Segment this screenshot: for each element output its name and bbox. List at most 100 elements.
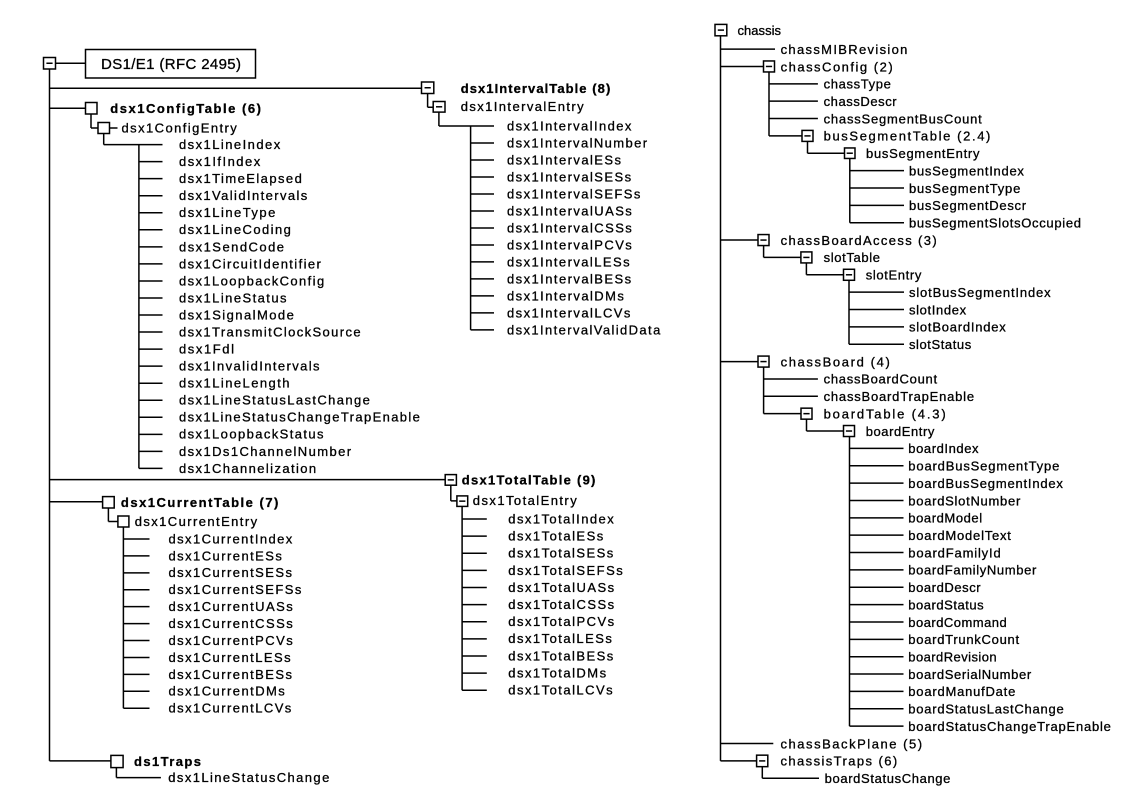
svg-text:dsx1CurrentSEFSs: dsx1CurrentSEFSs [169, 582, 302, 597]
svg-text:chassSegmentBusCount: chassSegmentBusCount [824, 111, 983, 126]
svg-text:dsx1IntervalBESs: dsx1IntervalBESs [507, 271, 632, 286]
svg-text:dsx1CurrentSESs: dsx1CurrentSESs [169, 565, 293, 580]
svg-text:dsx1LineLength: dsx1LineLength [179, 376, 290, 391]
svg-text:dsx1TotalSEFSs: dsx1TotalSEFSs [508, 563, 623, 578]
svg-text:boardStatusLastChange: boardStatusLastChange [908, 702, 1063, 717]
svg-text:busSegmentTable (2.4): busSegmentTable (2.4) [824, 129, 991, 144]
svg-text:dsx1LineStatusChange: dsx1LineStatusChange [168, 770, 329, 785]
svg-text:boardBusSegmentIndex: boardBusSegmentIndex [908, 476, 1063, 491]
svg-text:dsx1TimeElapsed: dsx1TimeElapsed [179, 171, 302, 186]
svg-text:dsx1Ds1ChannelNumber: dsx1Ds1ChannelNumber [179, 444, 352, 459]
svg-text:dsx1SignalMode: dsx1SignalMode [179, 307, 294, 322]
svg-text:dsx1CurrentPCVs: dsx1CurrentPCVs [169, 633, 294, 648]
svg-text:dsx1LoopbackStatus: dsx1LoopbackStatus [179, 427, 324, 442]
svg-text:slotStatus: slotStatus [909, 337, 972, 352]
svg-text:slotBusSegmentIndex: slotBusSegmentIndex [909, 285, 1051, 300]
svg-text:dsx1LoopbackConfig: dsx1LoopbackConfig [179, 273, 324, 288]
svg-text:dsx1CurrentLESs: dsx1CurrentLESs [169, 650, 292, 665]
svg-text:chassMIBRevision: chassMIBRevision [781, 42, 908, 57]
svg-text:boardTrunkCount: boardTrunkCount [908, 632, 1019, 647]
svg-text:dsx1IntervalCSSs: dsx1IntervalCSSs [507, 220, 632, 235]
svg-text:dsx1LineStatusLastChange: dsx1LineStatusLastChange [179, 393, 370, 408]
svg-text:DS1/E1 (RFC 2495): DS1/E1 (RFC 2495) [101, 56, 241, 73]
svg-text:dsx1CurrentDMs: dsx1CurrentDMs [169, 684, 286, 699]
svg-text:dsx1IntervalValidData: dsx1IntervalValidData [507, 322, 661, 337]
svg-text:chassBoardTrapEnable: chassBoardTrapEnable [824, 389, 975, 404]
svg-text:dsx1IfIndex: dsx1IfIndex [179, 154, 261, 169]
svg-text:ds1Traps: ds1Traps [134, 754, 201, 769]
svg-text:boardSerialNumber: boardSerialNumber [908, 667, 1032, 682]
svg-text:busSegmentDescr: busSegmentDescr [909, 198, 1027, 213]
svg-text:dsx1TotalCSSs: dsx1TotalCSSs [508, 597, 614, 612]
svg-text:dsx1LineStatus: dsx1LineStatus [179, 290, 287, 305]
svg-text:busSegmentType: busSegmentType [909, 181, 1020, 196]
svg-text:dsx1TotalPCVs: dsx1TotalPCVs [508, 614, 614, 629]
svg-text:dsx1CurrentBESs: dsx1CurrentBESs [169, 667, 293, 682]
svg-text:dsx1TotalLESs: dsx1TotalLESs [508, 631, 612, 646]
svg-text:boardStatus: boardStatus [908, 597, 984, 612]
svg-text:chassType: chassType [824, 77, 891, 92]
svg-text:dsx1IntervalLCVs: dsx1IntervalLCVs [507, 305, 631, 320]
svg-text:dsx1IntervalIndex: dsx1IntervalIndex [507, 118, 632, 133]
svg-text:dsx1TotalTable (9): dsx1TotalTable (9) [462, 473, 596, 488]
svg-text:boardTable (4.3): boardTable (4.3) [824, 406, 946, 421]
svg-text:dsx1IntervalESs: dsx1IntervalESs [507, 152, 622, 167]
svg-text:dsx1CurrentCSSs: dsx1CurrentCSSs [169, 616, 294, 631]
svg-text:dsx1IntervalLESs: dsx1IntervalLESs [507, 254, 630, 269]
svg-text:dsx1IntervalDMs: dsx1IntervalDMs [507, 288, 624, 303]
svg-text:dsx1SendCode: dsx1SendCode [179, 239, 284, 254]
svg-text:dsx1TotalIndex: dsx1TotalIndex [508, 511, 614, 526]
svg-text:chassis: chassis [738, 23, 782, 38]
svg-text:boardRevision: boardRevision [908, 650, 996, 665]
svg-text:dsx1TotalESs: dsx1TotalESs [508, 529, 603, 544]
svg-text:dsx1LineStatusChangeTrapEnable: dsx1LineStatusChangeTrapEnable [179, 410, 420, 425]
svg-text:busSegmentSlotsOccupied: busSegmentSlotsOccupied [909, 216, 1081, 231]
svg-text:dsx1TotalEntry: dsx1TotalEntry [473, 493, 577, 508]
svg-text:boardBusSegmentType: boardBusSegmentType [908, 459, 1059, 474]
svg-text:chassBackPlane (5): chassBackPlane (5) [781, 736, 923, 751]
svg-text:slotIndex: slotIndex [909, 302, 967, 317]
svg-text:slotBoardIndex: slotBoardIndex [909, 320, 1006, 335]
svg-text:dsx1IntervalUASs: dsx1IntervalUASs [507, 203, 632, 218]
svg-text:chassisTraps (6): chassisTraps (6) [781, 754, 898, 769]
svg-text:dsx1IntervalTable (8): dsx1IntervalTable (8) [461, 81, 611, 96]
svg-text:boardManufDate: boardManufDate [908, 684, 1015, 699]
svg-text:boardIndex: boardIndex [908, 441, 979, 456]
svg-text:slotTable: slotTable [824, 250, 880, 265]
svg-text:busSegmentIndex: busSegmentIndex [909, 163, 1024, 178]
svg-text:chassConfig (2): chassConfig (2) [781, 59, 893, 74]
svg-text:dsx1TotalUASs: dsx1TotalUASs [508, 580, 614, 595]
svg-text:boardFamilyNumber: boardFamilyNumber [908, 563, 1037, 578]
svg-text:chassDescr: chassDescr [824, 94, 898, 109]
svg-text:dsx1IntervalNumber: dsx1IntervalNumber [507, 135, 648, 150]
svg-text:dsx1ValidIntervals: dsx1ValidIntervals [179, 188, 308, 203]
svg-text:dsx1CurrentTable (7): dsx1CurrentTable (7) [121, 495, 279, 510]
svg-text:dsx1CurrentESs: dsx1CurrentESs [169, 548, 283, 563]
svg-text:dsx1IntervalSEFSs: dsx1IntervalSEFSs [507, 186, 641, 201]
svg-text:chassBoardAccess (3): chassBoardAccess (3) [781, 233, 937, 248]
svg-text:dsx1TotalBESs: dsx1TotalBESs [508, 648, 614, 663]
svg-text:dsx1CurrentEntry: dsx1CurrentEntry [135, 514, 258, 529]
svg-text:dsx1IntervalSESs: dsx1IntervalSESs [507, 169, 632, 184]
svg-text:dsx1TotalLCVs: dsx1TotalLCVs [508, 683, 613, 698]
svg-text:boardEntry: boardEntry [866, 424, 935, 439]
svg-text:slotEntry: slotEntry [866, 268, 922, 283]
svg-text:busSegmentEntry: busSegmentEntry [866, 146, 980, 161]
svg-text:dsx1TransmitClockSource: dsx1TransmitClockSource [179, 324, 361, 339]
svg-text:dsx1CurrentIndex: dsx1CurrentIndex [169, 531, 293, 546]
svg-text:dsx1ConfigEntry: dsx1ConfigEntry [122, 120, 238, 135]
svg-text:dsx1LineCoding: dsx1LineCoding [179, 222, 291, 237]
svg-text:dsx1TotalSESs: dsx1TotalSESs [508, 546, 614, 561]
svg-text:dsx1LineType: dsx1LineType [179, 205, 275, 220]
svg-text:chassBoardCount: chassBoardCount [824, 372, 938, 387]
svg-text:boardDescr: boardDescr [908, 580, 981, 595]
svg-text:dsx1CurrentLCVs: dsx1CurrentLCVs [169, 701, 292, 716]
svg-text:dsx1Fdl: dsx1Fdl [179, 342, 234, 357]
svg-text:dsx1TotalDMs: dsx1TotalDMs [508, 665, 606, 680]
svg-text:chassBoard (4): chassBoard (4) [781, 354, 890, 369]
svg-text:dsx1CurrentUASs: dsx1CurrentUASs [169, 599, 294, 614]
svg-text:boardModel: boardModel [908, 511, 982, 526]
svg-text:boardStatusChange: boardStatusChange [825, 771, 951, 786]
svg-text:boardStatusChangeTrapEnable: boardStatusChangeTrapEnable [908, 719, 1111, 734]
svg-text:boardCommand: boardCommand [908, 615, 1006, 630]
